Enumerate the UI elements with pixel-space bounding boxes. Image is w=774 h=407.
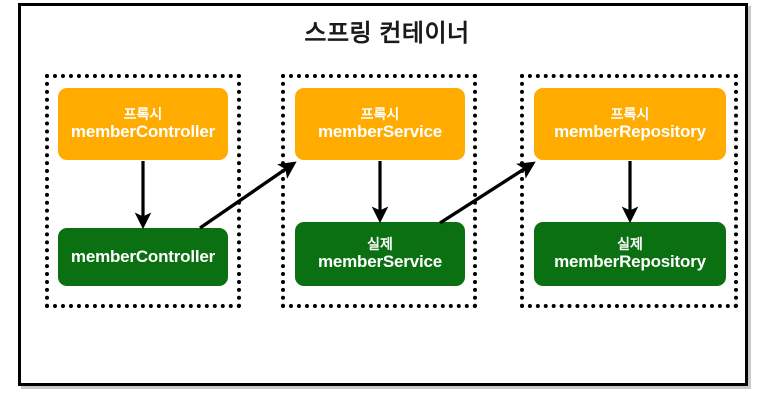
real-node-member-controller[interactable]: memberController xyxy=(58,228,228,286)
spring-container-frame xyxy=(18,3,748,386)
real-node-bean-label: memberController xyxy=(70,247,216,267)
real-node-bean-label: memberRepository xyxy=(554,252,706,272)
real-node-member-service[interactable]: 실제 memberService xyxy=(295,222,465,286)
real-node-member-repository[interactable]: 실제 memberRepository xyxy=(534,222,726,286)
real-node-bean-label: memberService xyxy=(317,252,443,272)
proxy-node-member-controller[interactable]: 프록시 memberController xyxy=(58,88,228,160)
proxy-node-kind-label: 프록시 xyxy=(360,106,400,123)
real-node-kind-label: 실제 xyxy=(367,236,393,253)
proxy-node-bean-label: memberRepository xyxy=(554,122,706,142)
proxy-node-member-repository[interactable]: 프록시 memberRepository xyxy=(534,88,726,160)
proxy-node-kind-label: 프록시 xyxy=(123,106,163,123)
page-title: 스프링 컨테이너 xyxy=(304,20,470,47)
proxy-node-bean-label: memberController xyxy=(70,122,216,142)
proxy-node-bean-label: memberService xyxy=(317,122,443,142)
proxy-node-kind-label: 프록시 xyxy=(610,106,650,123)
real-node-kind-label: 실제 xyxy=(617,236,643,253)
proxy-node-member-service[interactable]: 프록시 memberService xyxy=(295,88,465,160)
